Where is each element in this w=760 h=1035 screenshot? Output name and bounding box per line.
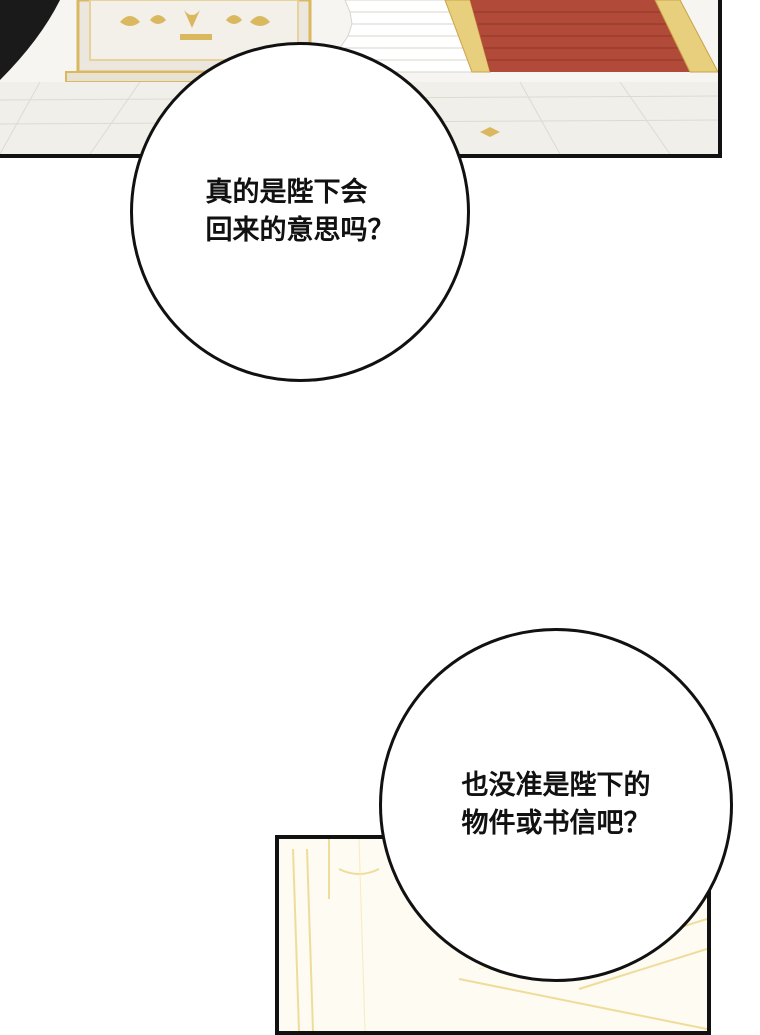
- floor-ornament-icon: [480, 127, 500, 137]
- speech-bubble-1: 真的是陛下会 回来的意思吗？: [130, 42, 470, 382]
- speech-bubble-1-line-1: 真的是陛下会: [205, 177, 368, 208]
- speech-bubble-2-text: 也没准是陛下的 物件或书信吧？: [462, 767, 651, 843]
- speech-bubble-2-line-2: 物件或书信吧？: [461, 808, 651, 839]
- speech-bubble-1-line-2: 回来的意思吗？: [205, 215, 395, 246]
- speech-bubble-1-text: 真的是陛下会 回来的意思吗？: [206, 174, 395, 250]
- ornament-flourish-icon: [120, 10, 270, 40]
- speech-bubble-2-line-1: 也没准是陛下的: [461, 770, 651, 801]
- speech-bubble-2: 也没准是陛下的 物件或书信吧？: [379, 628, 733, 982]
